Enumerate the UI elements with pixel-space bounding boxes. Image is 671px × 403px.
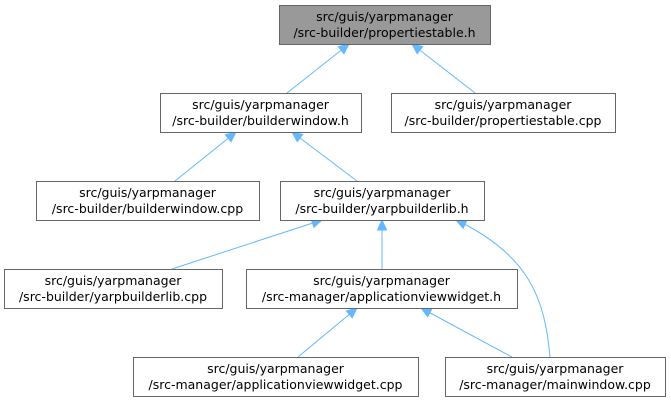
node-box [4,269,223,309]
edge-yarpbuilderlib_h-to-builderwindow_h [291,131,358,182]
node-label-line2: /src-builder/builderwindow.h [172,113,349,128]
node-label-line2: /src-builder/propertiestable.cpp [405,113,602,128]
edge-line [171,219,323,270]
node-label-line1: src/guis/yarpmanager [435,97,573,112]
node-yarpbuilderlib-cpp[interactable]: src/guis/yarpmanager/src-builder/yarpbui… [4,269,223,309]
node-label-line1: src/guis/yarpmanager [79,185,217,200]
node-label-line2: /src-manager/applicationviewwidget.cpp [149,377,403,392]
edge-arrowhead [411,43,424,55]
node-label-line2: /src-manager/mainwindow.cpp [459,377,651,392]
node-yarpbuilderlib-h[interactable]: src/guis/yarpmanager/src-builder/yarpbui… [280,181,485,221]
edge-builderwindow_h-to-propertiestable_h [286,43,350,94]
node-label-line2: /src-builder/yarpbuilderlib.cpp [19,289,207,304]
edge-propertiestable_cpp-to-propertiestable_h [411,43,476,94]
node-label-line1: src/guis/yarpmanager [316,9,454,24]
edge-arrowhead [337,43,350,55]
edge-line [411,43,476,94]
nodes-layer: src/guis/yarpmanager/src-builder/propert… [4,5,666,397]
node-applicationviewwidget-h[interactable]: src/guis/yarpmanager/src-manager/applica… [246,269,518,309]
node-label-line2: /src-manager/applicationviewwidget.h [262,289,501,304]
node-applicationviewwidget-cpp[interactable]: src/guis/yarpmanager/src-manager/applica… [133,357,419,397]
node-label-line2: /src-builder/yarpbuilderlib.h [295,201,468,216]
node-box [36,181,260,221]
node-propertiestable-cpp[interactable]: src/guis/yarpmanager/src-builder/propert… [391,93,616,133]
edge-line [286,43,350,94]
edge-yarpbuilderlib_cpp-to-yarpbuilderlib_h [171,218,324,270]
node-label-line2: /src-builder/propertiestable.h [293,25,475,40]
edge-mainwindow_cpp-to-applicationviewwidget_h [419,307,513,358]
node-label-line1: src/guis/yarpmanager [192,97,330,112]
node-builderwindow-cpp[interactable]: src/guis/yarpmanager/src-builder/builder… [36,181,260,221]
node-mainwindow-cpp[interactable]: src/guis/yarpmanager/src-manager/mainwin… [445,357,666,397]
node-label-line2: /src-builder/builderwindow.cpp [52,201,243,216]
edge-builderwindow_cpp-to-builderwindow_h [174,131,237,182]
edge-arrowhead [345,307,358,319]
node-box [280,181,485,221]
node-label-line1: src/guis/yarpmanager [207,361,345,376]
edge-arrowhead [419,307,433,318]
node-box [391,93,616,133]
edge-arrowhead [224,131,237,143]
node-box [246,269,518,309]
node-builderwindow-h[interactable]: src/guis/yarpmanager/src-builder/builder… [160,93,362,133]
node-label-line1: src/guis/yarpmanager [45,273,183,288]
edge-applicationviewwidget_cpp-to-applicationviewwidget_h [297,307,358,358]
edge-arrowhead [454,219,468,230]
node-box [160,93,362,133]
edge-line [455,219,551,358]
node-propertiestable-h[interactable]: src/guis/yarpmanager/src-builder/propert… [279,5,491,45]
edge-line [420,307,513,358]
node-box [279,5,491,45]
edge-applicationviewwidget_h-to-yarpbuilderlib_h [376,218,388,269]
edge-arrowhead [291,131,304,143]
node-box [133,357,419,397]
edge-arrowhead [376,218,388,231]
edge-line [297,307,358,358]
node-label-line1: src/guis/yarpmanager [314,185,452,200]
node-label-line1: src/guis/yarpmanager [313,273,451,288]
edge-line [174,131,237,182]
edge-line [291,131,358,182]
node-box [445,357,666,397]
node-label-line1: src/guis/yarpmanager [487,361,625,376]
